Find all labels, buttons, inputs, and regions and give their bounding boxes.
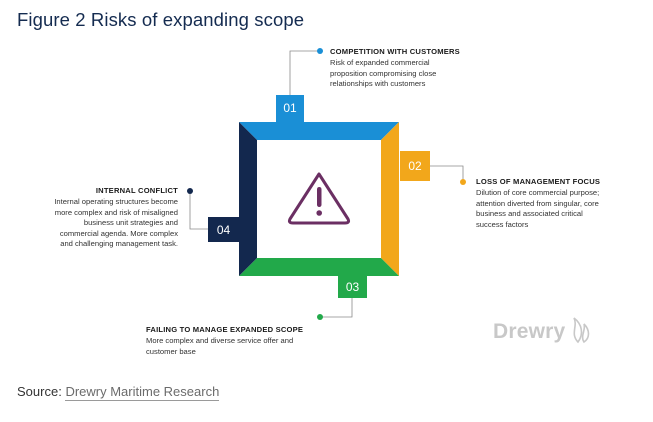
risk-item-02: LOSS OF MANAGEMENT FOCUS Dilution of cor… bbox=[476, 177, 600, 230]
risk-description-02: Dilution of core commercial purpose; att… bbox=[476, 188, 600, 230]
connector-dot-02 bbox=[460, 179, 466, 185]
risk-line: Risk of expanded commercial bbox=[330, 58, 430, 67]
risk-heading-03: FAILING TO MANAGE EXPANDED SCOPE bbox=[146, 325, 304, 334]
risk-item-04: INTERNAL CONFLICT Internal operating str… bbox=[12, 186, 178, 250]
risk-description-03: More complex and diverse service offer a… bbox=[146, 336, 303, 357]
warning-triangle-icon bbox=[287, 172, 351, 225]
risk-line: business and associated critical bbox=[476, 209, 583, 219]
drewry-logo: Drewry bbox=[493, 320, 566, 343]
risk-description-04: Internal operating structures become mor… bbox=[12, 197, 178, 250]
risk-line: proposition compromising close bbox=[330, 68, 437, 78]
risk-heading-01: COMPETITION WITH CUSTOMERS bbox=[330, 47, 460, 56]
connector-03 bbox=[322, 298, 353, 318]
badge-01 bbox=[276, 95, 304, 122]
risk-item-03: FAILING TO MANAGE EXPANDED SCOPE More co… bbox=[146, 325, 303, 357]
risk-line: More complex and diverse service offer a… bbox=[146, 336, 294, 345]
risk-line: business unit strategies and bbox=[83, 218, 178, 228]
risk-heading-04: INTERNAL CONFLICT bbox=[95, 186, 178, 195]
risk-line: customer base bbox=[146, 346, 196, 356]
source-label: Source: bbox=[17, 384, 62, 399]
drewry-logo-mark bbox=[573, 317, 590, 344]
connector-dot-01 bbox=[317, 48, 323, 54]
figure-title: Figure 2 Risks of expanding scope bbox=[17, 9, 305, 30]
badge-number-01: 01 bbox=[283, 101, 297, 115]
badge-02 bbox=[400, 151, 430, 181]
risk-line: success factors bbox=[476, 219, 529, 229]
connector-dot-04 bbox=[187, 188, 193, 194]
risk-line: attention diverted from singular, core bbox=[476, 198, 599, 208]
badge-03 bbox=[338, 276, 367, 298]
badge-number-03: 03 bbox=[345, 280, 360, 294]
risk-description-01: Risk of expanded commercial proposition … bbox=[330, 58, 460, 90]
frame-top-blue bbox=[239, 122, 399, 140]
risk-line: Dilution of core commercial purpose; bbox=[476, 188, 600, 197]
source-link[interactable]: Drewry Maritime Research bbox=[65, 384, 220, 401]
frame-right-amber bbox=[381, 122, 399, 276]
risk-line: and challenging management task. bbox=[60, 239, 178, 249]
connector-01 bbox=[289, 50, 319, 95]
risk-heading-02: LOSS OF MANAGEMENT FOCUS bbox=[476, 177, 601, 186]
connector-dot-03 bbox=[317, 314, 323, 320]
frame-bottom-green bbox=[239, 258, 399, 276]
connector-02 bbox=[430, 165, 464, 180]
badge-number-04: 04 bbox=[216, 223, 231, 237]
risk-line: more complex and risk of misaligned bbox=[54, 207, 178, 217]
risk-line: Internal operating structures become bbox=[54, 197, 178, 206]
frame-left-navy bbox=[239, 122, 257, 276]
risk-line: commercial agenda. More complex bbox=[59, 228, 178, 238]
risk-line: relationships with customers bbox=[330, 79, 426, 89]
source-line: Source: Drewry Maritime Research bbox=[17, 384, 220, 401]
risk-item-01: COMPETITION WITH CUSTOMERS Risk of expan… bbox=[330, 47, 460, 90]
badge-number-02: 02 bbox=[408, 159, 422, 173]
badge-04 bbox=[208, 217, 239, 242]
connector-04 bbox=[189, 194, 208, 230]
